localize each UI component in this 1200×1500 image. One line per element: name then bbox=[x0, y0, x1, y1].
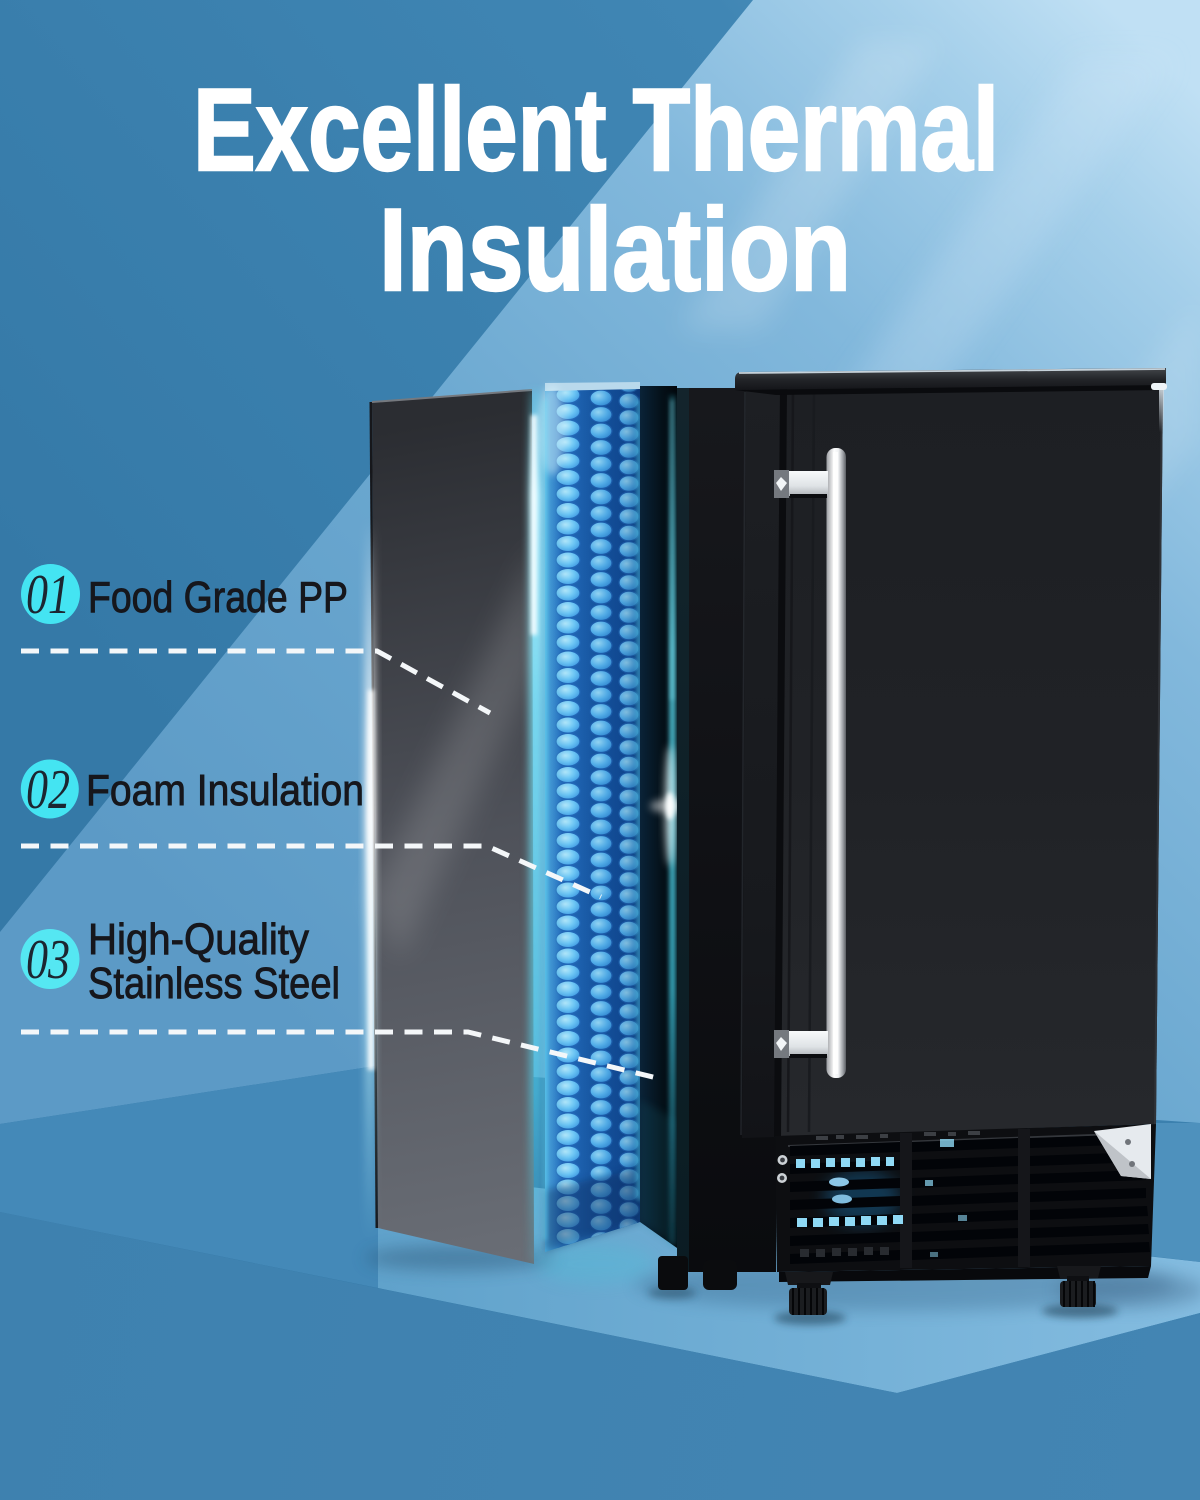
svg-text:Stainless Steel: Stainless Steel bbox=[88, 959, 340, 1008]
svg-text:02: 02 bbox=[26, 759, 70, 821]
svg-text:High-Quality: High-Quality bbox=[88, 915, 309, 964]
svg-text:Insulation: Insulation bbox=[379, 184, 851, 315]
svg-text:Excellent Thermal: Excellent Thermal bbox=[193, 64, 999, 195]
svg-text:Foam Insulation: Foam Insulation bbox=[86, 766, 364, 815]
svg-text:03: 03 bbox=[26, 929, 70, 991]
svg-text:01: 01 bbox=[26, 564, 70, 626]
svg-text:Food Grade PP: Food Grade PP bbox=[88, 573, 348, 622]
